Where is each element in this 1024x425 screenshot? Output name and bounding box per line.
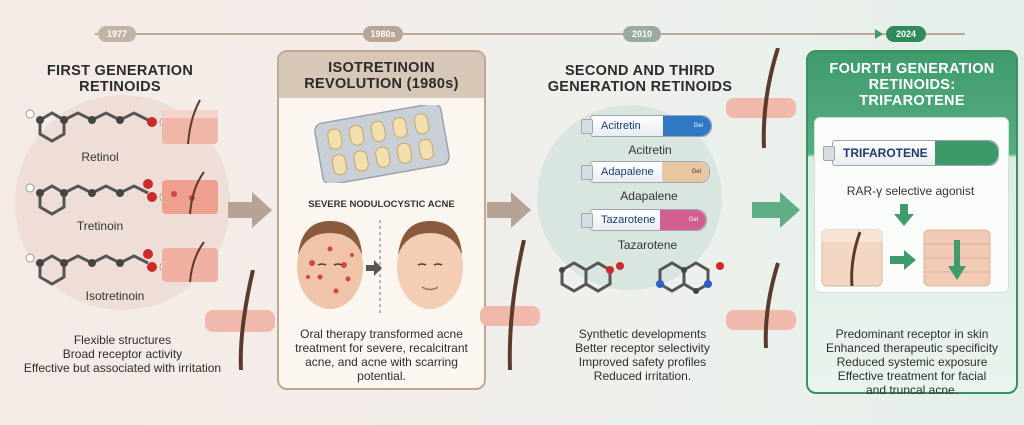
tube-acitretin-icon: Acitretin Gel [581,115,712,137]
col1-bullets: Flexible structures Broad receptor activ… [23,333,222,375]
timeline-arrow-icon [875,29,883,39]
isotretinoin-panel-header [279,52,484,98]
col3-bullets: Synthetic developments Better receptor s… [575,327,710,383]
col3-title: SECOND AND THIRD GENERATION RETINOIDS [547,63,733,95]
drug-label-adapalene: Adapalene [620,189,678,203]
first-gen-molecules-icon [25,109,169,286]
molecule-label-retinol: Retinol [81,150,119,164]
year-pill-1977: 1977 [98,26,136,42]
hair-follicle-icon [205,270,275,370]
year-pill-2024: 2024 [886,26,926,42]
tube-tazarotene-icon: Tazarotene Gel [581,209,707,231]
pill-blister-pack-icon [314,105,450,183]
face-before-after-icon [297,220,463,313]
molecule-label-tretinoin: Tretinoin [76,219,124,233]
drug-label-acitretin: Acitretin [628,143,672,157]
synthetic-molecules-icon [559,261,724,294]
progress-arrow-icon [752,192,800,228]
timeline-line [95,33,965,35]
progress-arrow-icon [228,192,272,228]
skin-receptor-diagram-icon [821,204,991,287]
col2-subtitle: SEVERE NODULOCYSTIC ACNE [308,199,455,210]
tube-adapalene-icon: Adapalene Gel [581,161,710,183]
hair-follicle-icon [726,48,796,348]
col2-bullets: Oral therapy transformed acne treatment … [295,327,468,383]
progress-arrow-icon [487,192,531,228]
col4-bullets: Predominant receptor in skin Enhanced th… [825,327,999,397]
hair-follicle-icon [480,240,540,370]
drug-label-tazarotene: Tazarotene [617,238,678,252]
year-pill-1980s: 1980s [363,26,403,42]
molecule-label-isotretinoin: Isotretinoin [85,289,145,303]
col4-title: FOURTH GENERATION RETINOIDS: TRIFAROTENE [829,61,995,109]
col4-agonist-label: RAR-γ selective agonist [846,184,975,198]
year-pill-2010: 2010 [623,26,661,42]
tube-trifarotene-icon: TRIFAROTENE [823,140,999,166]
skin-irritation-icon [162,99,218,283]
col1-title: FIRST GENERATION RETINOIDS [46,63,194,95]
col2-title: ISOTRETINOIN REVOLUTION (1980s) [304,60,459,92]
isotretinoin-panel [277,50,486,390]
